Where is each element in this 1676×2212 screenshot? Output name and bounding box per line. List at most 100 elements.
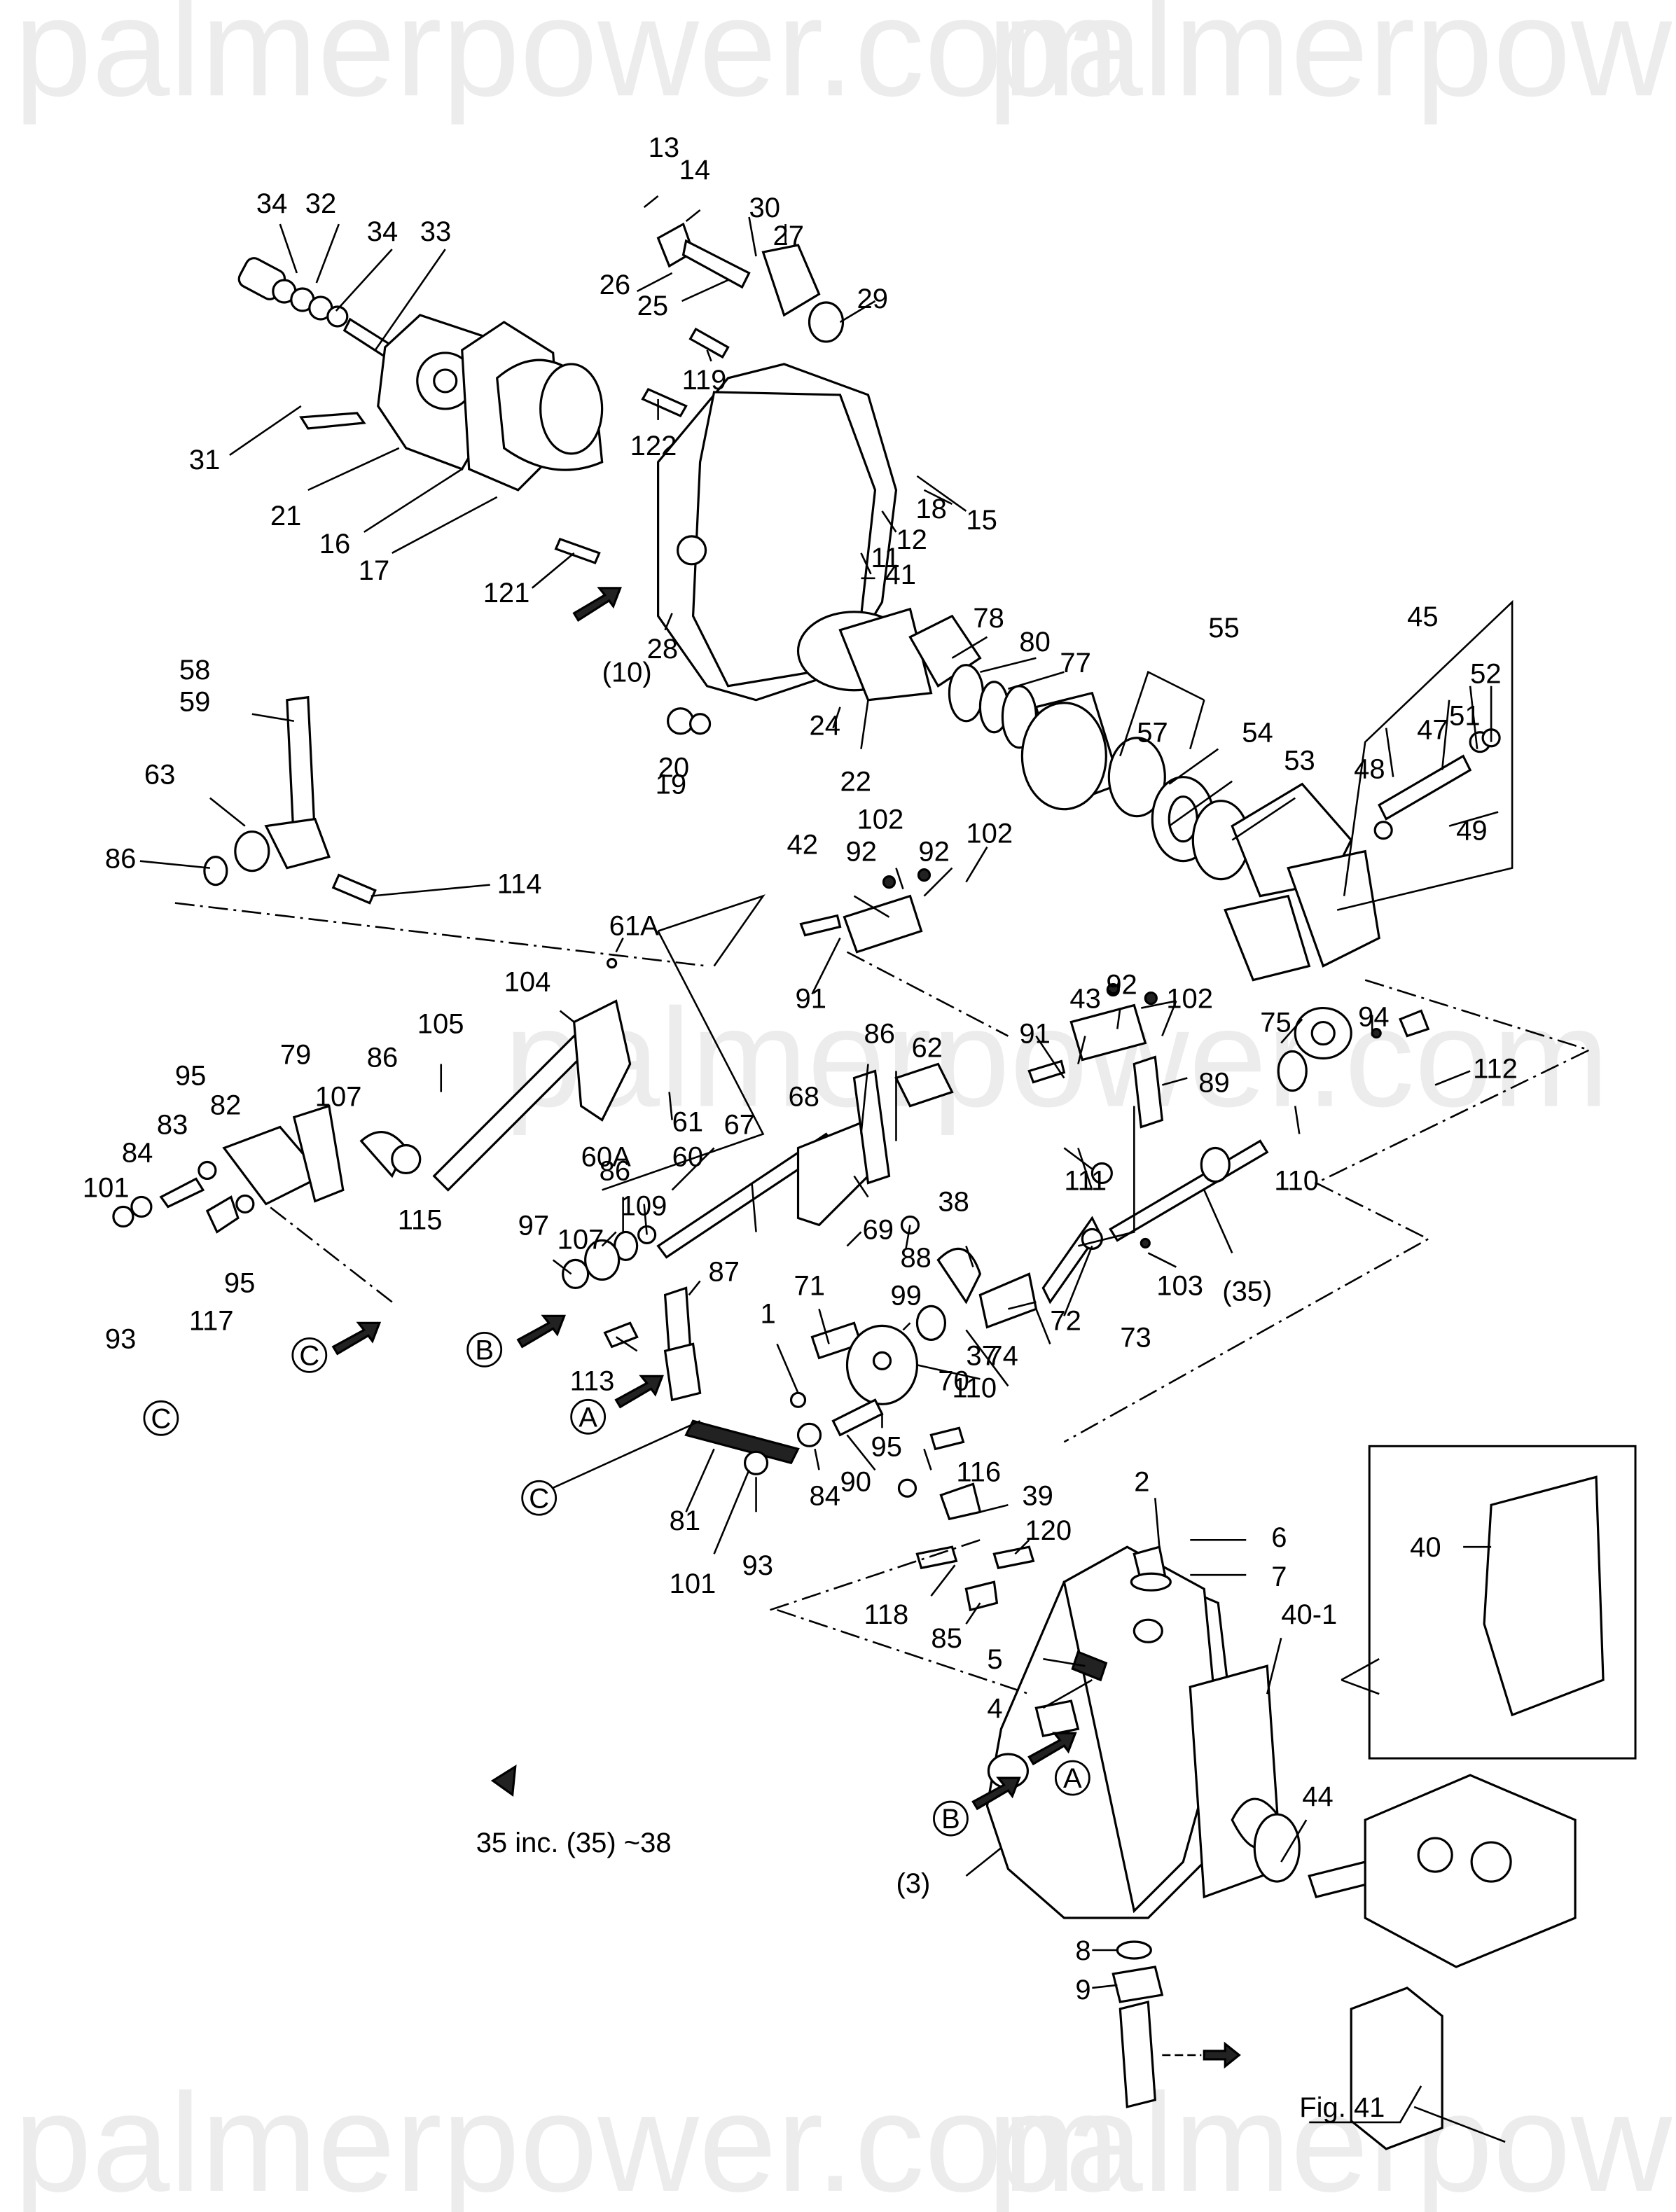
part-label-113: 113: [570, 1365, 615, 1396]
part-label-78: 78: [973, 603, 1004, 634]
part-label-115: 115: [398, 1204, 443, 1235]
lever-58-59: [203, 695, 377, 905]
part-label-109: 109: [621, 1190, 667, 1221]
arrow-icon: [1027, 1732, 1077, 1766]
part-label-86c: 86: [864, 1019, 894, 1050]
governor-shaft-assembly: [908, 614, 1501, 982]
part-label-13: 13: [649, 132, 679, 163]
gasket-inset: [1341, 1445, 1637, 1760]
figure-reference-link[interactable]: Fig. 41: [1299, 2092, 1385, 2123]
part-label-52: 52: [1470, 659, 1501, 690]
part-label-92a: 92: [845, 837, 876, 868]
callout-b: B: [941, 1804, 960, 1835]
part-label-20: 20: [658, 753, 689, 784]
part-label-84b: 84: [810, 1480, 840, 1511]
part-label-1: 1: [761, 1298, 776, 1329]
part-label-90: 90: [840, 1466, 871, 1497]
part-label-70: 70: [938, 1365, 969, 1396]
part-label-45: 45: [1407, 601, 1438, 632]
arrow-icon: [614, 1375, 664, 1409]
pump-housing: [985, 1545, 1374, 2108]
part-label-104: 104: [504, 967, 551, 998]
callout-circle-c: [521, 1480, 557, 1516]
part-label-38: 38: [938, 1186, 969, 1217]
linkage-79-82: [112, 1104, 422, 1234]
part-label-86b: 86: [367, 1043, 398, 1073]
part-label-84a: 84: [122, 1137, 153, 1168]
part-label-114: 114: [497, 869, 542, 900]
callout-circle-b: [466, 1331, 503, 1368]
callout-c: C: [529, 1483, 549, 1514]
part-label-62: 62: [911, 1033, 942, 1064]
part-label-69: 69: [862, 1214, 893, 1245]
part-label-59: 59: [179, 687, 210, 718]
part-label-22: 22: [840, 767, 871, 798]
part-label-68: 68: [789, 1081, 819, 1112]
part-label-27: 27: [773, 221, 804, 251]
callout-c: C: [299, 1340, 319, 1371]
part-label-95c: 95: [871, 1431, 901, 1462]
part-label-47: 47: [1417, 715, 1448, 746]
part-label-12: 12: [896, 524, 927, 555]
part-label-58: 58: [179, 655, 210, 686]
part-label-102a: 102: [857, 805, 903, 835]
part-label-60: 60: [672, 1141, 703, 1172]
part-label-57: 57: [1137, 718, 1168, 749]
governor-cover-assembly: [554, 222, 933, 735]
governor-housing-75: [1109, 1006, 1430, 1249]
part-label-87: 87: [709, 1256, 740, 1287]
part-label-10p: (10): [602, 658, 652, 688]
part-label-71: 71: [794, 1270, 825, 1301]
part-label-121: 121: [483, 578, 530, 608]
part-label-110a: 110: [1274, 1165, 1319, 1196]
part-label-35p: (35): [1222, 1276, 1272, 1307]
part-label-83: 83: [157, 1109, 188, 1140]
part-label-101a: 101: [83, 1172, 130, 1203]
part-label-91a: 91: [796, 984, 826, 1015]
part-label-92c: 92: [1106, 970, 1137, 1001]
callout-circle-c: [143, 1400, 179, 1436]
part-label-60A: 60A: [581, 1141, 631, 1172]
watermark-bottom-left: palmerpower.com: [14, 2065, 1119, 2212]
part-label-88: 88: [900, 1242, 931, 1273]
part-label-25: 25: [637, 291, 668, 321]
part-label-95a: 95: [175, 1061, 206, 1092]
part-label-80: 80: [1019, 627, 1050, 658]
arrow-icon: [971, 1776, 1021, 1811]
part-label-49: 49: [1456, 816, 1487, 847]
part-label-39: 39: [1022, 1480, 1053, 1511]
part-label-41: 41: [885, 559, 915, 590]
part-label-48: 48: [1354, 754, 1385, 785]
part-label-67: 67: [724, 1109, 755, 1140]
part-label-51: 51: [1449, 701, 1480, 732]
callout-b: B: [475, 1335, 494, 1365]
part-label-94: 94: [1358, 1002, 1389, 1033]
shaft-60-fork-61: [432, 957, 632, 1192]
watermark-bottom-right: palmerpower.com: [987, 2065, 1676, 2212]
callout-c: C: [151, 1403, 171, 1434]
triangle-marker-icon: [490, 1765, 517, 1797]
part-label-24: 24: [810, 711, 840, 742]
part-label-40-1: 40-1: [1281, 1599, 1337, 1630]
part-label-93a: 93: [105, 1323, 136, 1354]
part-label-120: 120: [1025, 1515, 1072, 1546]
part-label-61: 61: [672, 1106, 703, 1137]
part-label-86d: 86: [600, 1155, 630, 1186]
watermark-center: palmerpower.com: [504, 980, 1609, 1136]
part-label-103: 103: [1156, 1270, 1203, 1301]
part-label-89: 89: [1198, 1068, 1229, 1099]
part-label-105: 105: [417, 1009, 464, 1040]
callout-a: A: [579, 1402, 597, 1433]
part-label-53: 53: [1284, 746, 1315, 777]
flange-adapter-assembly: [237, 257, 604, 492]
part-label-107b: 107: [557, 1224, 604, 1255]
part-label-29: 29: [857, 284, 887, 314]
part-label-72: 72: [1050, 1305, 1081, 1336]
part-label-79: 79: [280, 1040, 311, 1071]
part-label-110b: 110: [952, 1372, 997, 1403]
part-label-18: 18: [915, 494, 946, 524]
part-label-3p: (3): [896, 1868, 930, 1899]
part-label-82: 82: [210, 1090, 241, 1120]
part-label-17: 17: [359, 555, 389, 586]
